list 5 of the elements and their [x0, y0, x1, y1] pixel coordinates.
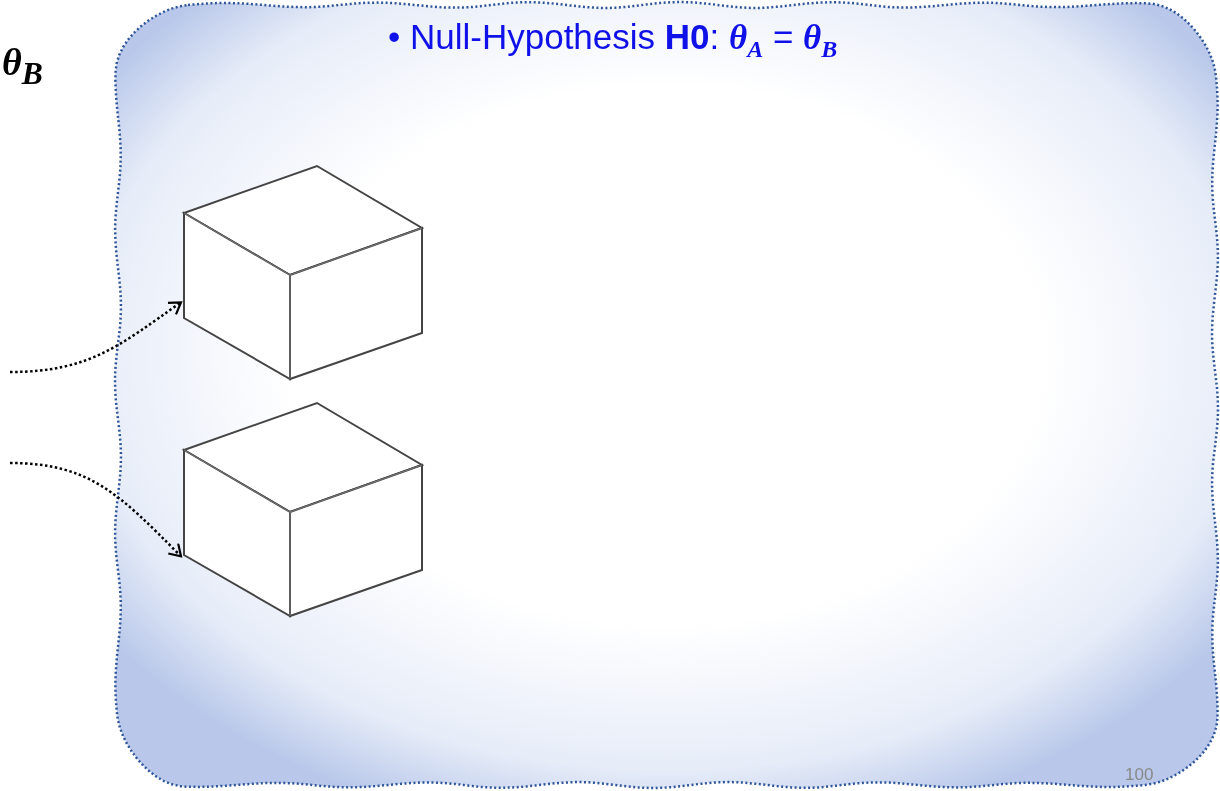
math-symbol: θ$_{B}$ [2, 40, 43, 92]
dotted-arrow [9, 301, 183, 374]
bullet-text: • Null-Hypothesis H0: θ$_{A}$ = θ$_{B}$ [388, 17, 838, 63]
dotted-arrow [9, 461, 183, 558]
page-number: 100 [1125, 765, 1154, 785]
